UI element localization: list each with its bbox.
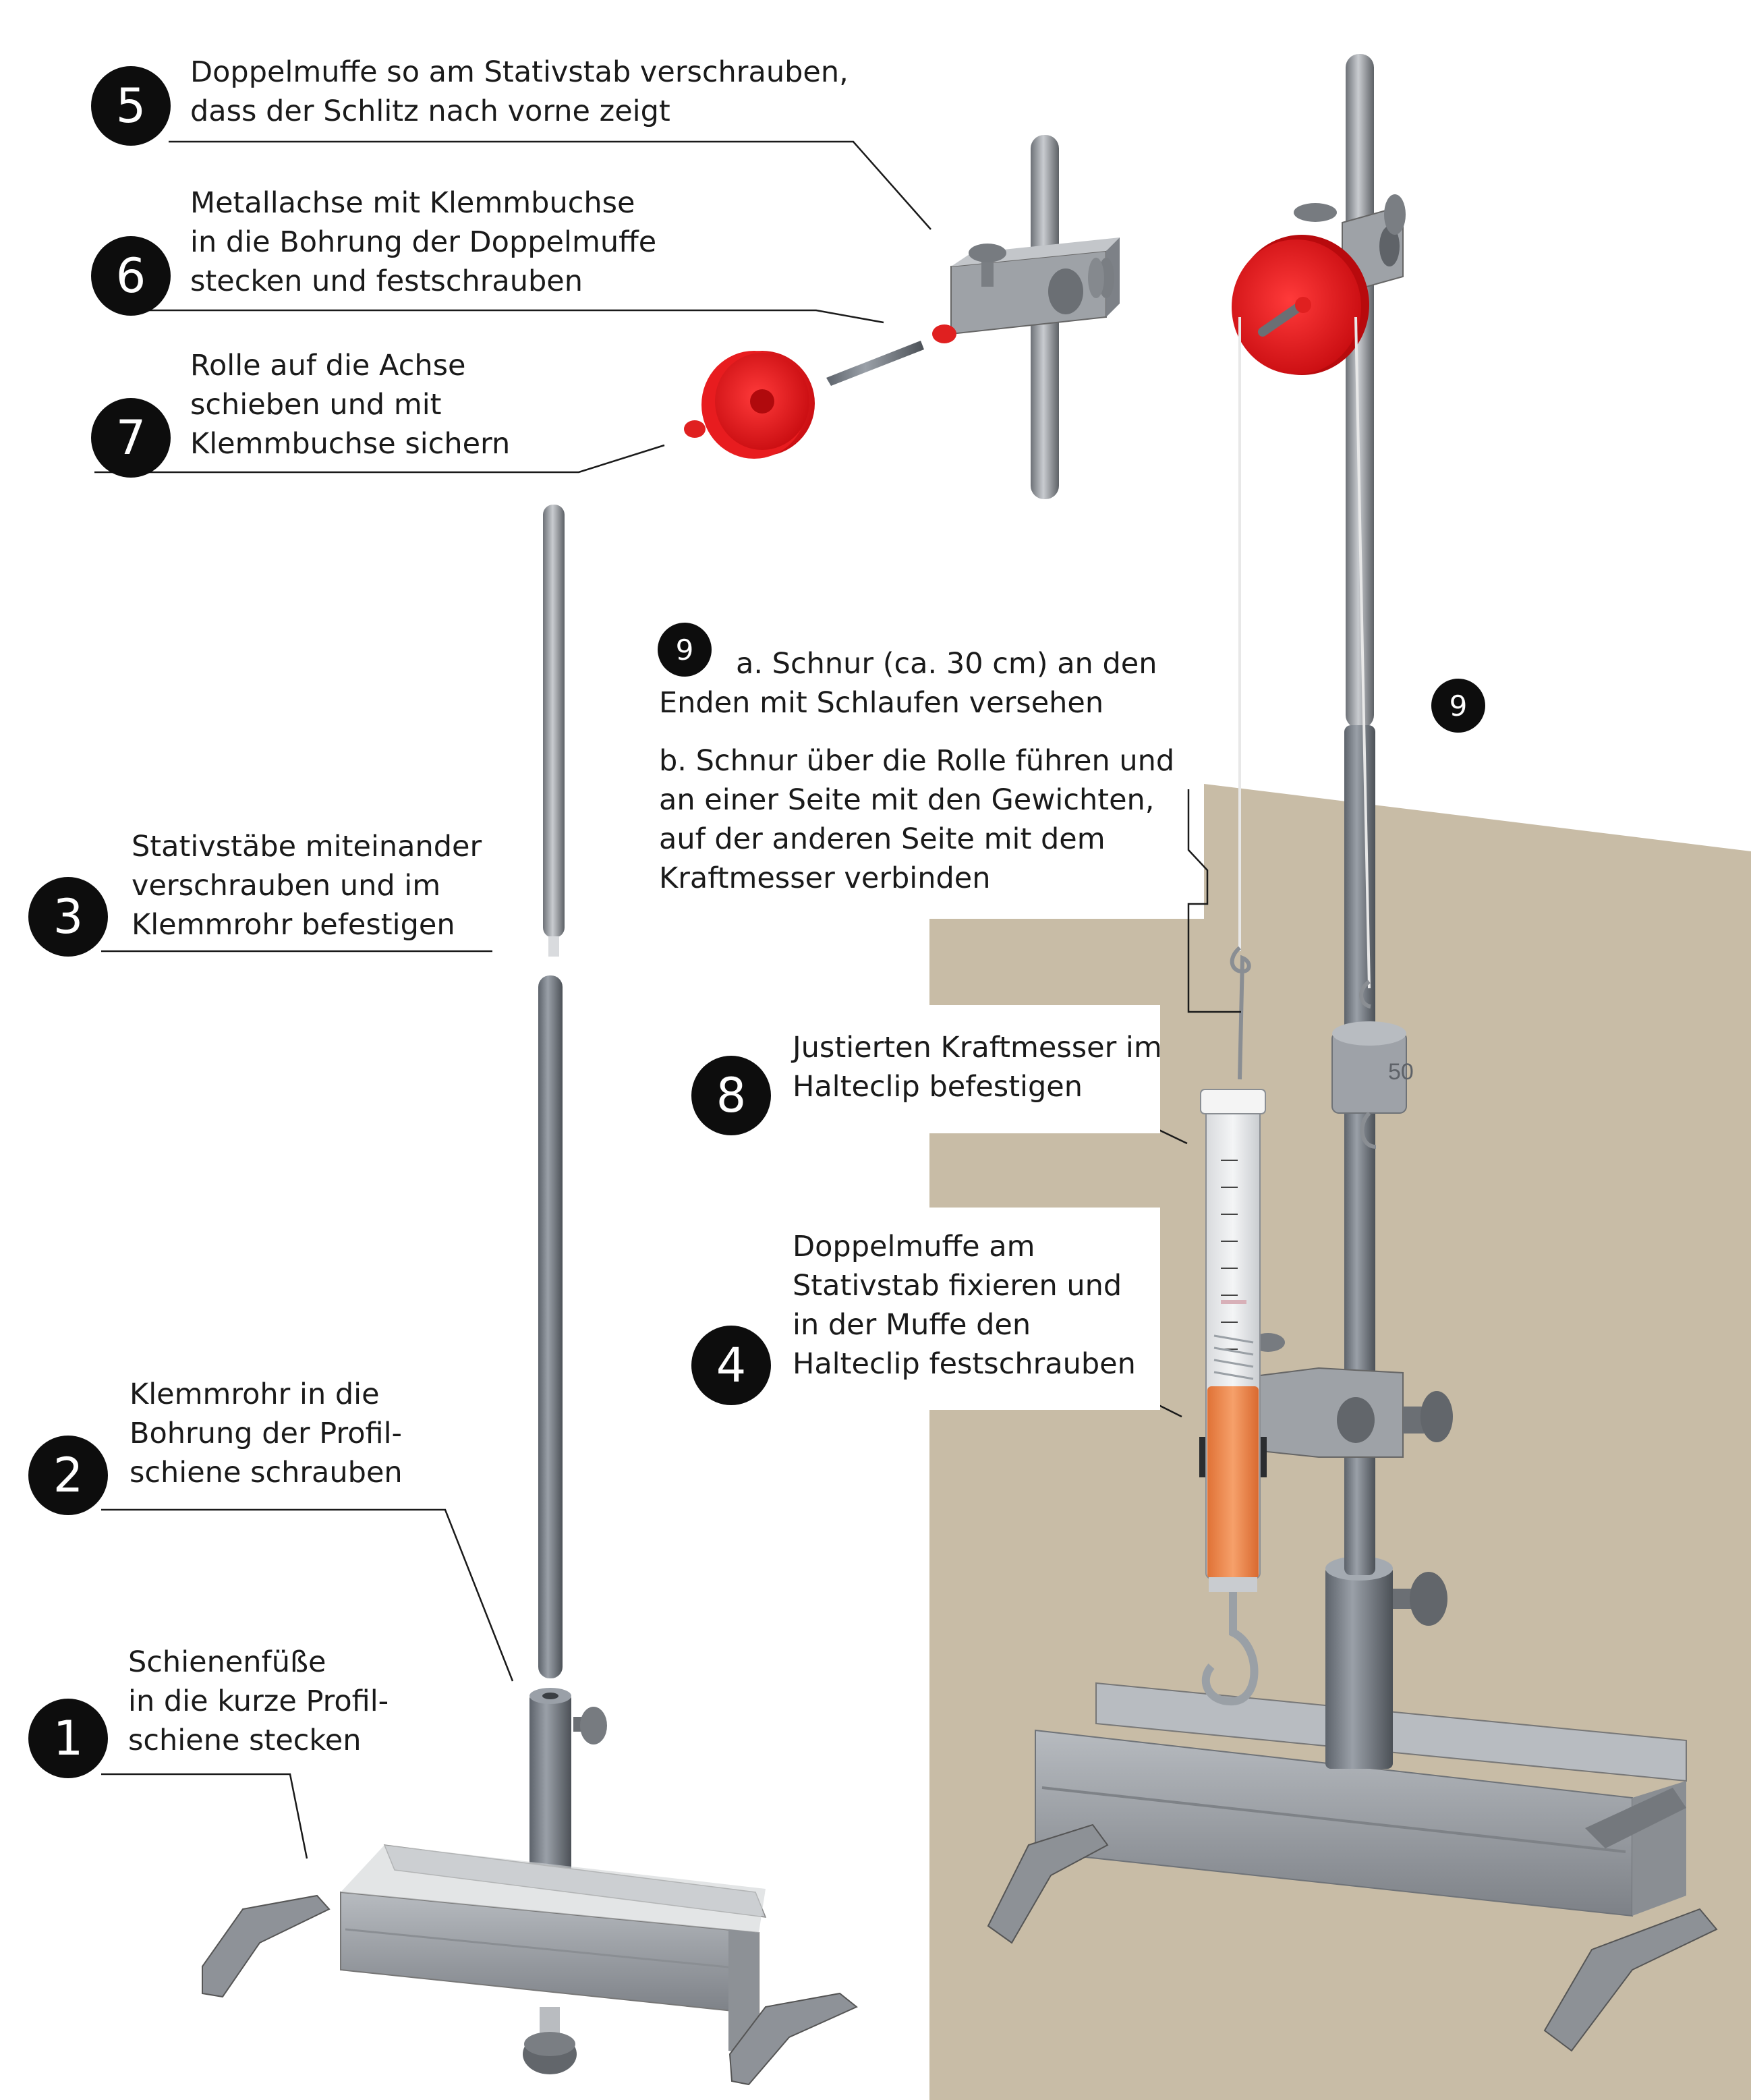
scale-spring [1213, 1334, 1254, 1380]
step-number-badge: 3 [28, 877, 108, 957]
step-9-badge: 9 [658, 623, 712, 677]
step-number-badge: 1 [28, 1699, 108, 1778]
weight-label: 50 [1388, 1059, 1414, 1085]
rail-feet-exploded [202, 1894, 858, 2086]
step-9-text: a. Schnur (ca. 30 cm) an den Enden mit S… [659, 647, 1175, 895]
step-number-badge: 2 [28, 1436, 108, 1515]
label-backdrop-4 [695, 1208, 1160, 1410]
step-number-badge: 7 [91, 398, 171, 478]
step-number-badge: 8 [691, 1056, 771, 1135]
label-backdrop-8 [695, 1005, 1160, 1133]
assembled-apparatus: 50 [987, 54, 1718, 2052]
step-number-badge: 4 [691, 1326, 771, 1405]
stand-rods-exploded [538, 505, 565, 1678]
clamp-tube-exploded [529, 1688, 607, 1871]
profile-rail-exploded [340, 1844, 767, 2054]
scale-ticks [1221, 1160, 1238, 1350]
pulley-exploded [684, 341, 924, 459]
step-9-marker: 9 [1431, 679, 1485, 733]
label-backdrop-9 [648, 621, 1180, 904]
step-5-text: Doppelmuffe so am Stativstab verschraube… [190, 55, 849, 128]
step-number-badge: 5 [91, 66, 171, 146]
leader-lines [94, 140, 931, 1859]
step-number-badge: 6 [91, 236, 171, 316]
double-clamp-exploded [932, 135, 1120, 499]
